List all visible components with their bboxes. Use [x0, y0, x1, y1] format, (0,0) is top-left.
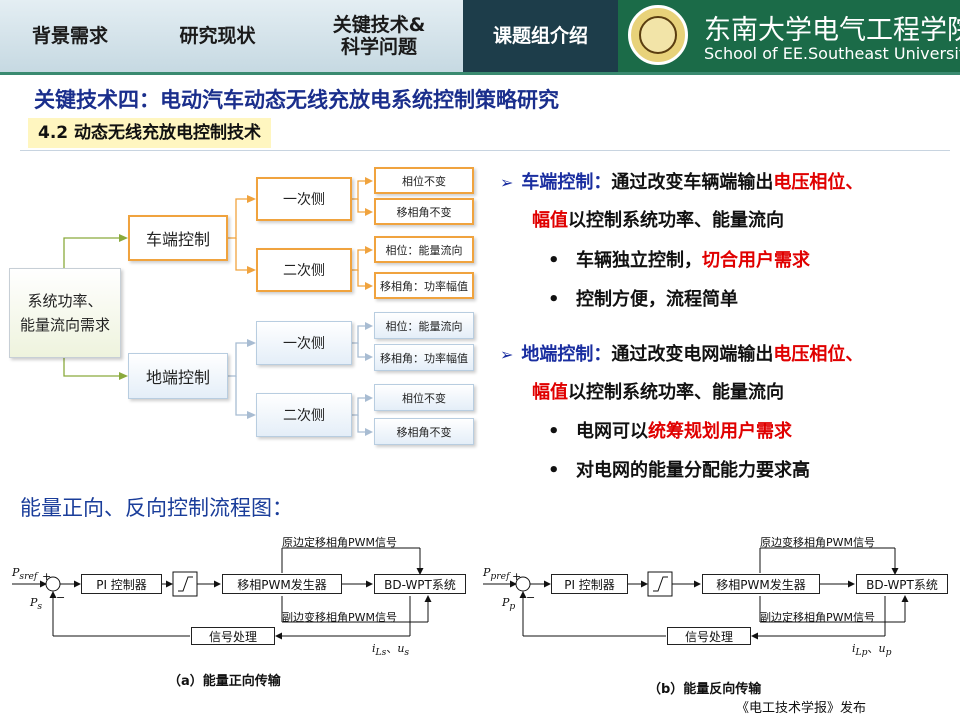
grid-secondary-phase-box: 相位不变 [374, 384, 474, 411]
grid-primary-shift-box: 移相角：功率幅值 [374, 344, 474, 371]
grid-primary-box: 一次侧 [256, 321, 352, 365]
flow-b-p-label: Pp [502, 596, 516, 613]
school-name-en: School of EE.Southeast University [704, 44, 960, 63]
flow-a-iu-label: iLs、us [372, 642, 410, 659]
dot-bullet-icon: • [548, 460, 560, 481]
flowchart-heading: 能量正向、反向控制流程图： [20, 496, 293, 520]
tab-group-intro[interactable]: 课题组介绍 [463, 0, 618, 72]
flow-a-pwm-generator: 移相PWM发生器 [222, 574, 342, 594]
tab-label: 背景需求 [31, 25, 108, 47]
bullet-text: 通过改变电网端输出 [611, 344, 774, 365]
tab-label: 研究现状 [179, 25, 256, 47]
school-name-cn: 东南大学电气工程学院 [704, 15, 960, 46]
flow-a-pi-controller: PI 控制器 [81, 574, 162, 594]
grid-bullet-line2: 幅值以控制系统功率、能量流向 [532, 378, 784, 404]
bullet-highlight: 统筹规划用户需求 [648, 421, 792, 442]
flow-a-signal-processing: 信号处理 [191, 627, 275, 645]
root-text: 系统功率、 [27, 292, 103, 310]
flow-b-plus-sign: + [512, 570, 522, 583]
bullet-title: 车端控制： [521, 172, 612, 193]
flow-b-pwm-generator: 移相PWM发生器 [702, 574, 820, 594]
flow-b-pi-controller: PI 控制器 [551, 574, 628, 594]
vehicle-sub-bullet-2: • 控制方便，流程简单 [548, 285, 738, 311]
tab-label: 课题组介绍 [492, 25, 588, 47]
bullet-text: 通过改变车辆端输出 [611, 172, 774, 193]
title-divider [20, 150, 950, 151]
grid-control-box: 地端控制 [128, 353, 228, 399]
root-text: 能量流向需求 [19, 316, 110, 334]
dot-bullet-icon: • [548, 421, 560, 442]
flow-a-pref-label: Psref [12, 566, 38, 583]
flow-b-bdwpt-system: BD-WPT系统 [856, 574, 948, 594]
vehicle-control-box: 车端控制 [128, 215, 228, 261]
arrow-bullet-icon: ➢ [500, 345, 514, 364]
bullet-text: 电网可以 [576, 421, 648, 442]
bullet-highlight: 电压相位、 [773, 344, 864, 365]
tab-label: 关键技术& [332, 14, 426, 36]
section-title: 4.2 动态无线充放电控制技术 [28, 118, 272, 148]
tab-label: 科学问题 [340, 36, 417, 58]
bullet-text: 控制方便，流程简单 [576, 289, 738, 310]
nav-divider [0, 72, 960, 75]
flow-b-caption: （b）能量反向传输 [648, 682, 762, 697]
bullet-highlight: 切合用户需求 [702, 250, 810, 271]
arrow-bullet-icon: ➢ [500, 173, 514, 192]
flow-a-bottom-label: 副边变移相角PWM信号 [282, 611, 397, 624]
tab-research-status[interactable]: 研究现状 [140, 0, 295, 72]
grid-bullet-line1: ➢ 地端控制：通过改变电网端输出电压相位、 [500, 340, 863, 366]
bullet-text: 以控制系统功率、能量流向 [568, 382, 784, 403]
flow-a-top-label: 原边定移相角PWM信号 [282, 536, 397, 549]
grid-secondary-shift-box: 移相角不变 [374, 418, 474, 445]
bullet-highlight: 幅值 [532, 210, 568, 231]
flow-b-minus-sign: − [526, 591, 536, 604]
bullet-highlight: 幅值 [532, 382, 568, 403]
top-nav: 背景需求 研究现状 关键技术& 科学问题 课题组介绍 东南大学电气工程学院 Sc… [0, 0, 960, 72]
vehicle-primary-phase-box: 相位不变 [374, 167, 474, 194]
vehicle-bullet-line2: 幅值以控制系统功率、能量流向 [532, 206, 784, 232]
flow-a-plus-sign: + [42, 570, 52, 583]
flow-a-bdwpt-system: BD-WPT系统 [374, 574, 466, 594]
grid-sub-bullet-1: • 电网可以统筹规划用户需求 [548, 417, 792, 443]
vehicle-sub-bullet-1: • 车辆独立控制，切合用户需求 [548, 246, 810, 272]
flow-b-pref-label: Ppref [483, 566, 510, 583]
bullet-text: 以控制系统功率、能量流向 [568, 210, 784, 231]
tab-background[interactable]: 背景需求 [0, 0, 140, 72]
source-note: 《电工技术学报》发布 [736, 701, 867, 716]
flow-b-top-label: 原边变移相角PWM信号 [760, 536, 875, 549]
dot-bullet-icon: • [548, 250, 560, 271]
vehicle-bullet-line1: ➢ 车端控制：通过改变车辆端输出电压相位、 [500, 168, 863, 194]
vehicle-primary-box: 一次侧 [256, 177, 352, 221]
vehicle-secondary-box: 二次侧 [256, 248, 352, 292]
bullet-highlight: 电压相位、 [773, 172, 864, 193]
bullet-title: 地端控制： [521, 344, 612, 365]
flow-a-minus-sign: − [56, 591, 66, 604]
school-seal-icon [628, 5, 688, 65]
page-title: 关键技术四：电动汽车动态无线充放电系统控制策略研究 [34, 88, 559, 112]
flow-b-signal-processing: 信号处理 [667, 627, 751, 645]
system-demand-box: 系统功率、 能量流向需求 [9, 268, 121, 358]
school-brand: 东南大学电气工程学院 School of EE.Southeast Univer… [618, 0, 960, 72]
grid-secondary-box: 二次侧 [256, 393, 352, 437]
vehicle-secondary-phase-box: 相位：能量流向 [374, 236, 474, 263]
vehicle-secondary-shift-box: 移相角：功率幅值 [374, 272, 474, 299]
dot-bullet-icon: • [548, 289, 560, 310]
flow-a-p-label: Ps [30, 596, 43, 613]
grid-sub-bullet-2: • 对电网的能量分配能力要求高 [548, 456, 810, 482]
flow-a-caption: （a）能量正向传输 [168, 674, 281, 689]
bullet-text: 车辆独立控制， [576, 250, 702, 271]
grid-primary-phase-box: 相位：能量流向 [374, 312, 474, 339]
bullet-text: 对电网的能量分配能力要求高 [576, 460, 810, 481]
flow-b-bottom-label: 副边定移相角PWM信号 [760, 611, 875, 624]
tab-key-tech[interactable]: 关键技术& 科学问题 [295, 0, 463, 72]
vehicle-primary-shift-box: 移相角不变 [374, 198, 474, 225]
flow-b-iu-label: iLp、up [852, 642, 892, 659]
